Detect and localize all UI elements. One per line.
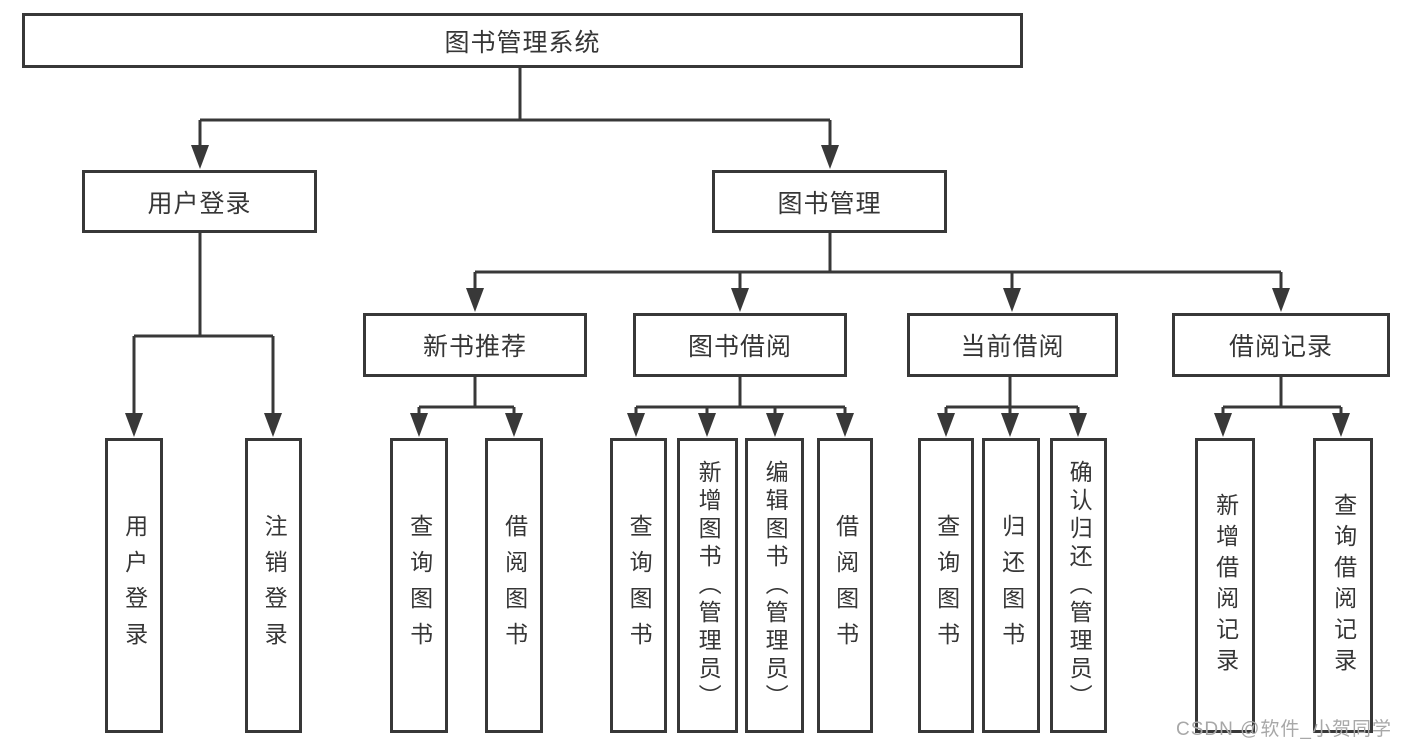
leaf-user-login: 用户登录 [105,438,163,733]
node-current-borrow-label: 当前借阅 [960,333,1065,361]
leaf-query-record: 查询借阅记录 [1313,438,1373,733]
leaf-borrow-book-a: 借阅图书 [485,438,543,733]
leaf-confirm-return-label: 确认归还（管理员） [1066,459,1093,712]
connector-user-login-children [132,233,275,416]
arrow-down-icon [1069,413,1087,437]
connector-book-mgmt-to-level3 [473,233,1283,291]
arrow-down-icon [937,413,955,437]
node-book-borrow: 图书借阅 [633,313,847,377]
node-user-login: 用户登录 [82,170,317,233]
leaf-edit-book-label: 编辑图书（管理员） [762,459,789,712]
node-borrow-record-label: 借阅记录 [1228,333,1333,361]
leaf-query-book-b-label: 查询图书 [626,513,653,658]
leaf-query-book-c-label: 查询图书 [933,513,960,658]
connector-current-borrow-children [944,377,1080,416]
leaf-logout-label: 注销登录 [261,513,288,658]
leaf-user-login-label: 用户登录 [121,513,148,658]
arrow-down-icon [264,413,282,437]
arrow-down-icon [466,288,484,312]
node-book-mgmt: 图书管理 [712,170,947,233]
leaf-borrow-book-b: 借阅图书 [817,438,873,733]
leaf-add-book-label: 新增图书（管理员） [695,459,722,712]
arrow-down-icon [1001,413,1019,437]
arrow-down-icon [698,413,716,437]
arrow-down-icon [627,413,645,437]
leaf-add-record-label: 新增借阅记录 [1212,492,1239,679]
leaf-borrow-book-a-label: 借阅图书 [501,513,528,658]
watermark: CSDN @软件_小贺同学 [1176,719,1392,740]
arrow-down-icon [821,145,839,169]
leaf-query-book-c: 查询图书 [918,438,974,733]
connector-root-to-level2 [198,68,832,148]
node-new-book-rec-label: 新书推荐 [422,333,527,361]
node-root-label: 图书管理系统 [444,28,601,57]
connector-lines [132,68,1343,416]
arrow-down-icon [191,145,209,169]
leaf-add-book: 新增图书（管理员） [677,438,738,733]
leaf-add-record: 新增借阅记录 [1195,438,1255,733]
arrow-down-icon [836,413,854,437]
leaf-query-record-label: 查询借阅记录 [1330,492,1357,679]
connector-book-borrow-children [634,377,847,416]
arrowheads [125,145,1350,437]
arrow-down-icon [1003,288,1021,312]
leaf-confirm-return: 确认归还（管理员） [1050,438,1107,733]
leaf-borrow-book-b-label: 借阅图书 [832,513,859,658]
arrow-down-icon [1214,413,1232,437]
connector-borrow-record-children [1221,377,1343,416]
node-book-mgmt-label: 图书管理 [777,189,882,218]
arrow-down-icon [1272,288,1290,312]
node-new-book-rec: 新书推荐 [363,313,587,377]
arrow-down-icon [125,413,143,437]
node-root: 图书管理系统 [22,13,1023,68]
arrow-down-icon [731,288,749,312]
node-borrow-record: 借阅记录 [1172,313,1390,377]
arrow-down-icon [410,413,428,437]
leaf-query-book-a-label: 查询图书 [406,513,433,658]
arrow-down-icon [505,413,523,437]
leaf-logout: 注销登录 [245,438,302,733]
leaf-return-book: 归还图书 [982,438,1040,733]
node-current-borrow: 当前借阅 [907,313,1118,377]
node-book-borrow-label: 图书借阅 [687,333,792,361]
arrow-down-icon [766,413,784,437]
leaf-query-book-b: 查询图书 [610,438,667,733]
arrow-down-icon [1332,413,1350,437]
connector-new-book-rec-children [417,377,516,416]
leaf-edit-book: 编辑图书（管理员） [745,438,804,733]
node-user-login-label: 用户登录 [147,189,252,218]
leaf-return-book-label: 归还图书 [998,513,1025,658]
leaf-query-book-a: 查询图书 [390,438,448,733]
